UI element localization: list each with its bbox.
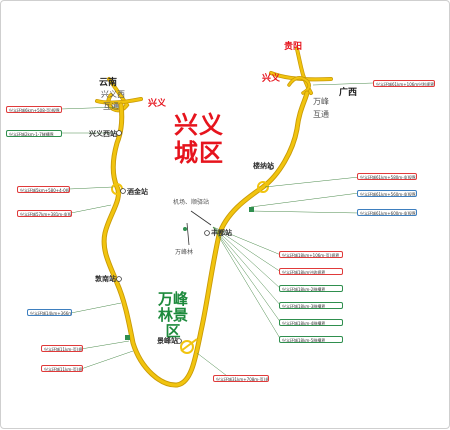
station-dunnan: 敦南站 [95,275,116,283]
station-yangna: 楼纳站 [253,162,274,170]
scenic-area-title: 万峰林景区 [157,290,188,340]
interchange-huhtong-right: 互通 [313,109,329,120]
city-title-part: 城区 [174,139,224,167]
station-fengbo: 丰都站 [211,229,232,237]
interchange-char: 万 [313,97,321,106]
label-box-r10: 兴义环城18km-5隧槽界 [279,336,343,343]
label-box-l1: 兴义环城6km+508-页)规界 [6,106,62,113]
place-airport: 机场、顺驿站 [173,199,210,206]
label-box-r5: 兴义环城18km+106m-页(规界 [279,251,343,258]
label-box-l3: 兴义环城5km+580+4-0规界 [17,186,70,193]
interchange-huhtong-left: 互通 [103,101,119,112]
green-markers [125,207,254,340]
label-box-r7: 兴义环城18km-2隧槽界 [279,285,343,292]
place-guiyang: 贵阳 [284,42,303,52]
label-box-l8: 兴义环城31km+708m-页)规界 [213,375,269,382]
place-guangxi: 广西 [339,88,358,98]
label-box-l7: 兴义环城11km-页)规界 [41,365,83,372]
label-box-r2: 兴义环城61km+580m-4(规界 [357,173,417,180]
label-box-l2: 兴义环城2km-1-7隧槽界 [6,130,62,137]
label-box-l5: 兴义环城14km+366m页规界 [27,309,72,316]
station-markers [116,130,274,344]
right-interchange [269,47,333,95]
place-xingyi-left: 兴义 [148,99,167,109]
place-xingyi-right: 兴义 [262,74,281,84]
interchange-char: 义 [109,90,117,99]
station-jiujin: 酒金站 [127,188,148,196]
interchange-char: 峰 [321,97,329,106]
place-wanfenglin-small: 万峰林 [175,249,194,256]
place-yunnan: 云南 [99,78,118,88]
interchange-char: 互 [313,110,321,119]
interchange-char: 互 [103,102,111,111]
label-box-r4: 兴义环城61km+600m-4(规界 [357,209,417,216]
label-box-r8: 兴义环城18km-3隧槽界 [279,302,343,309]
label-box-r3: 兴义环城61km+560m-4(规界 [357,190,417,197]
interchange-wanfeng: 万峰 [313,96,329,107]
interchange-char: 兴 [101,90,109,99]
label-box-l6: 兴义环城11km-页)规界 [41,345,83,352]
label-box-r1: 兴义环城61km+106m兴利规界 [373,80,435,87]
label-box-l4: 兴义环城57km+381m-4(规界 [17,210,72,217]
station-xingyi-west: 兴义西站 [89,130,117,138]
airport-road [186,210,212,246]
leader-lines [60,82,374,380]
city-title-part: 兴义 [174,111,224,139]
station-jingfeng: 景峰站 [157,337,178,345]
label-box-r9: 兴义环城18km-4隧槽界 [279,319,343,326]
city-title-line1: 兴义城区 [174,111,224,167]
label-box-r6: 兴义环城18km兴收规界 [279,268,343,275]
interchange-char: 通 [111,102,119,111]
interchange-char: 西 [117,90,125,99]
interchange-char: 通 [321,110,329,119]
interchange-xingyi-west: 兴义西 [101,89,125,100]
